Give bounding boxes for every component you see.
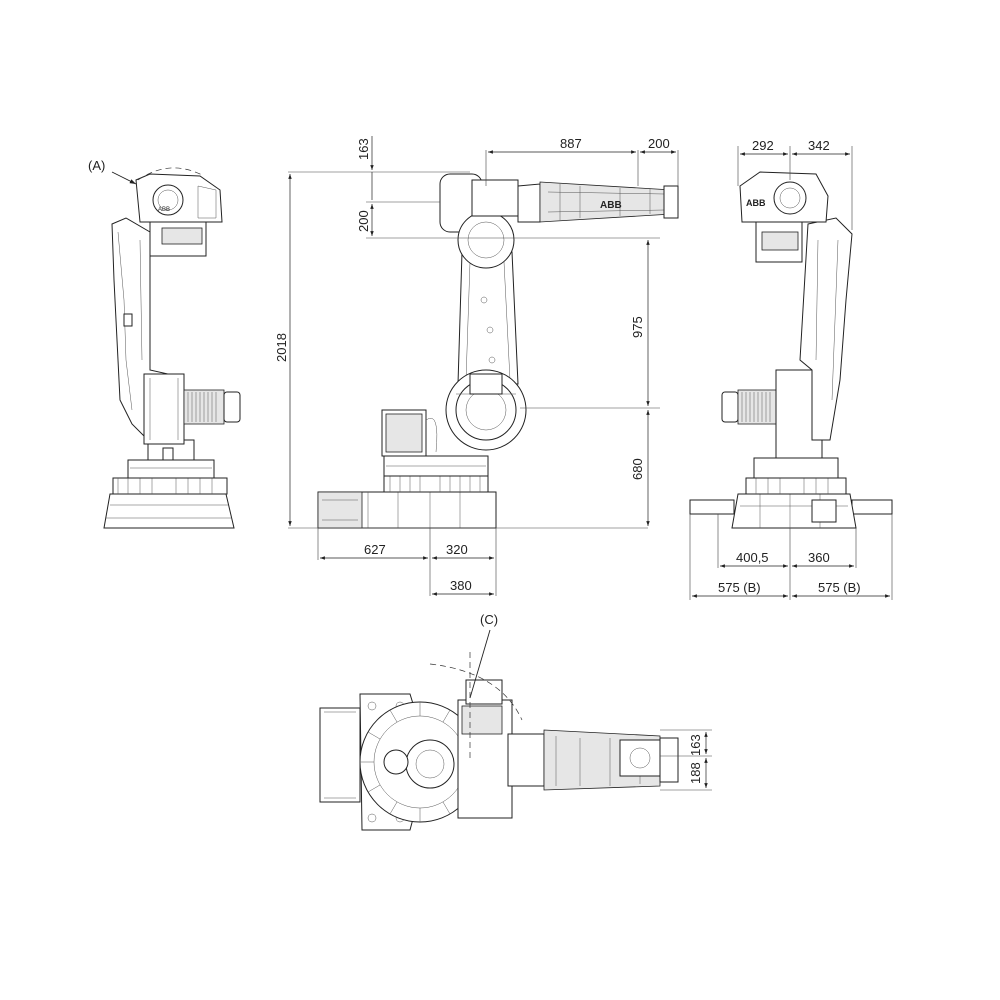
dim-200-left: 200 <box>356 210 371 232</box>
dim-188-bottom: 188 <box>688 762 703 784</box>
front-dimensions: 2018 163 200 887 200 975 680 627 320 380 <box>274 136 679 596</box>
brand-logo-front: ABB <box>600 200 622 211</box>
dim-2018: 2018 <box>274 333 289 362</box>
dim-400-5: 400,5 <box>736 550 769 565</box>
dim-360: 360 <box>808 550 830 565</box>
callout-a: (A) <box>88 158 105 173</box>
top-view: (C) <box>319 612 679 831</box>
dim-680: 680 <box>630 458 645 480</box>
dim-163-bottom: 163 <box>688 734 703 756</box>
right-dimensions: 292 342 400,5 360 575 (B) 575 (B) <box>689 138 893 600</box>
dim-320: 320 <box>446 542 468 557</box>
dim-380: 380 <box>450 578 472 593</box>
dim-887: 887 <box>560 136 582 151</box>
dim-342: 342 <box>808 138 830 153</box>
front-view: ABB <box>317 173 679 529</box>
dim-575b-left: 575 (B) <box>718 580 761 595</box>
dim-163-top: 163 <box>356 138 371 160</box>
right-side-view: ABB <box>689 171 893 529</box>
svg-text:ABB: ABB <box>158 207 170 213</box>
dim-292: 292 <box>752 138 774 153</box>
dim-575b-right: 575 (B) <box>818 580 861 595</box>
dim-975: 975 <box>630 316 645 338</box>
dim-200-top: 200 <box>648 136 670 151</box>
left-side-view: ABB (A) <box>88 158 241 529</box>
dim-627: 627 <box>364 542 386 557</box>
brand-logo-side: ABB <box>746 198 766 208</box>
callout-c: (C) <box>480 612 498 627</box>
top-dimensions: 163 188 <box>660 729 712 791</box>
